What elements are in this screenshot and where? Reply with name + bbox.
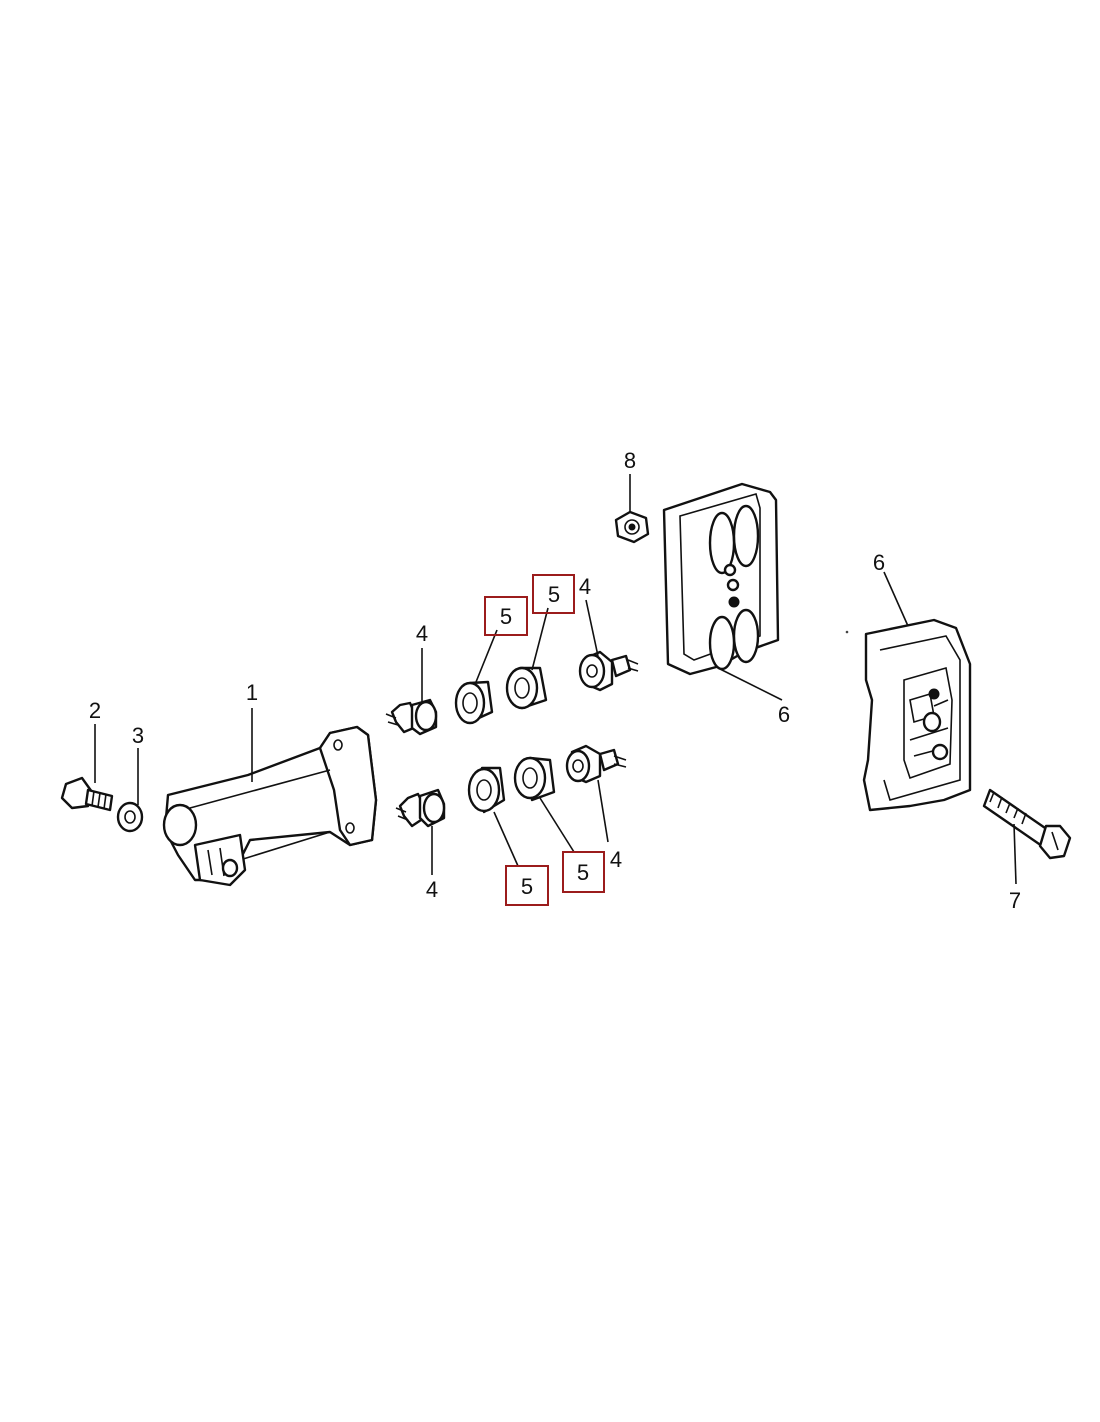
leader-line-4-ur <box>585 599 599 657</box>
callout-4-upper-right: 4 <box>579 574 591 599</box>
highlight-box-5-lower-right <box>562 851 605 893</box>
stud-bushing-lower-right <box>565 744 627 784</box>
leader-line-5-ul <box>475 629 498 683</box>
highlight-box-5-upper-left <box>484 596 528 636</box>
arm-bracket-part <box>162 725 378 887</box>
leader-line-4-lr <box>597 779 609 843</box>
stud-bushing-upper-left <box>385 698 438 736</box>
washer-part-3 <box>116 801 144 833</box>
bushing-upper-2 <box>505 666 548 710</box>
speck-mark <box>845 630 849 634</box>
callout-labels: 1 2 3 4 4 4 4 5 5 5 5 6 6 7 8 <box>89 448 1021 913</box>
callout-4-lower-right: 4 <box>610 847 622 872</box>
leader-line-7 <box>1013 823 1017 885</box>
callout-7: 7 <box>1009 888 1021 913</box>
stud-bushing-upper-right <box>578 650 639 692</box>
callout-6-upper: 6 <box>778 702 790 727</box>
leader-line-5-ur <box>531 607 549 671</box>
callout-5-lower-right: 5 <box>577 860 589 885</box>
callout-4-lower-left: 4 <box>426 877 438 902</box>
callout-5-upper-left: 5 <box>500 604 512 629</box>
nut-part-8 <box>614 510 650 544</box>
leader-line-5-lr <box>539 797 575 853</box>
bushing-lower-2 <box>513 756 556 802</box>
highlight-box-5-lower-left <box>505 865 549 906</box>
callout-4-upper-left: 4 <box>416 621 428 646</box>
callout-5-lower-left: 5 <box>521 874 533 899</box>
highlight-box-5-upper-right <box>532 574 575 614</box>
leader-line-6-upper <box>717 667 783 701</box>
callout-1: 1 <box>246 680 258 705</box>
stud-bushing-lower-left <box>395 788 446 828</box>
callout-6-lower: 6 <box>873 550 885 575</box>
leader-lines <box>94 474 1017 885</box>
bolt-part-2 <box>60 776 114 812</box>
clamp-block-upper <box>662 482 780 676</box>
hex-bolt-part-7 <box>982 788 1072 860</box>
bushing-lower-1 <box>467 766 506 814</box>
highlight-boxes <box>484 574 605 906</box>
callout-2: 2 <box>89 698 101 723</box>
callout-3: 3 <box>132 723 144 748</box>
bushing-upper-1 <box>454 680 494 725</box>
callout-5-upper-right: 5 <box>548 582 560 607</box>
leader-line-6-lower <box>883 571 909 627</box>
leader-line-5-ll <box>493 811 519 867</box>
callout-8: 8 <box>624 448 636 473</box>
clamp-block-lower <box>862 618 972 812</box>
